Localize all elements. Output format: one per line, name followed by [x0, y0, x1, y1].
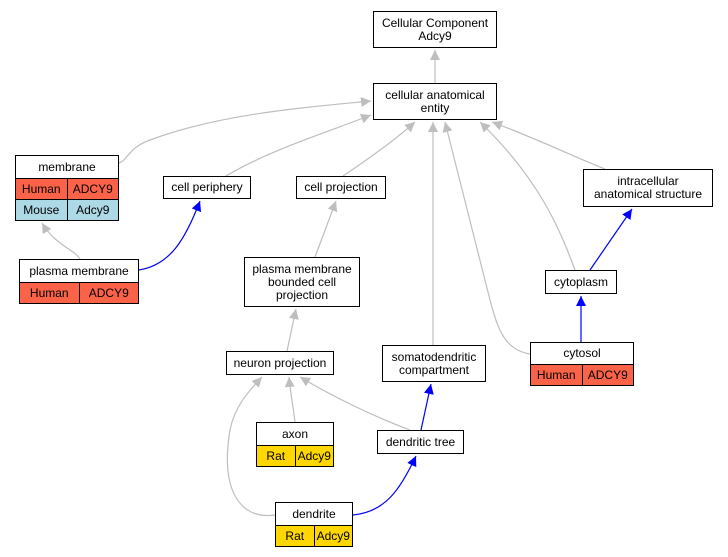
node-label: cellular anatomical entity — [385, 87, 485, 115]
edge-plasma-membrane-to-membrane — [41, 222, 81, 260]
gene-cell: ADCY9 — [66, 179, 118, 199]
node-label: cell projection — [304, 180, 378, 194]
node-label: plasma membrane bounded cell projection — [252, 261, 352, 302]
node-label: plasma membrane — [29, 263, 129, 278]
node-label: neuron projection — [233, 355, 327, 370]
node-cytoplasm[interactable]: cytoplasm — [545, 270, 617, 294]
gene-cell: Adcy9 — [66, 200, 118, 220]
node-dendritic-tree[interactable]: dendritic tree — [377, 430, 464, 454]
edge-cytoplasm-to-cellular-anatomical-entity — [479, 121, 576, 271]
node-cellular-component[interactable]: Cellular Component Adcy9 — [373, 11, 497, 48]
node-cell-periphery[interactable]: cell periphery — [163, 176, 251, 199]
annotation-row-mouse: Mouse Adcy9 — [16, 199, 118, 220]
node-cellular-anatomical-entity[interactable]: cellular anatomical entity — [373, 83, 497, 120]
gene-cell: ADCY9 — [581, 365, 633, 385]
edge-plasma-membrane-bounded-cell-projection-to-cell-projection — [314, 200, 338, 258]
edge-dendrite-to-dendritic-tree — [352, 455, 417, 516]
node-label: membrane — [38, 159, 96, 174]
species-cell: Human — [20, 283, 79, 303]
species-cell: Rat — [257, 446, 295, 466]
node-intracellular-anatomical-structure[interactable]: intracellular anatomical structure — [583, 169, 713, 207]
gene-cell: ADCY9 — [78, 283, 138, 303]
node-label: cell periphery — [171, 180, 243, 194]
annotation-row-human: Human ADCY9 — [20, 282, 138, 303]
node-label: cytosol — [563, 346, 601, 360]
node-plasma-membrane[interactable]: plasma membrane Human ADCY9 — [19, 259, 139, 304]
node-dendrite[interactable]: dendrite Rat Adcy9 — [275, 502, 353, 547]
node-somatodendritic-compartment[interactable]: somatodendritic compartment — [382, 345, 486, 382]
species-cell: Human — [531, 365, 582, 385]
edge-dendritic-tree-to-neuron-projection — [299, 376, 411, 431]
node-label: axon — [281, 426, 309, 441]
edge-dendrite-to-neuron-projection — [226, 376, 276, 517]
node-axon[interactable]: axon Rat Adcy9 — [256, 422, 334, 467]
annotation-row-rat: Rat Adcy9 — [257, 445, 333, 466]
species-cell: Human — [16, 179, 67, 199]
edge-plasma-membrane-to-cell-periphery — [138, 200, 202, 271]
gene-cell: Adcy9 — [294, 446, 333, 466]
node-cell-projection[interactable]: cell projection — [296, 176, 386, 199]
node-neuron-projection[interactable]: neuron projection — [226, 351, 334, 375]
node-label: dendritic tree — [385, 434, 456, 449]
edge-dendritic-tree-to-somatodendritic-compartment — [420, 383, 434, 431]
edge-neuron-projection-to-plasma-membrane-bounded-cell-projection — [286, 308, 299, 352]
node-label: somatodendritic compartment — [391, 349, 477, 377]
edge-cell-periphery-to-cellular-anatomical-entity — [225, 113, 372, 177]
node-label: cytoplasm — [553, 274, 609, 289]
gene-cell: Adcy9 — [313, 526, 352, 546]
node-membrane[interactable]: membrane Human ADCY9 Mouse Adcy9 — [15, 155, 119, 221]
node-plasma-membrane-bounded-cell-projection[interactable]: plasma membrane bounded cell projection — [244, 257, 360, 307]
edge-membrane-to-cellular-anatomical-entity — [118, 97, 372, 164]
edge-cell-projection-to-cellular-anatomical-entity — [342, 121, 416, 177]
edge-intracellular-anatomical-structure-to-cellular-anatomical-entity — [491, 120, 606, 170]
edge-cytoplasm-to-intracellular-anatomical-structure — [589, 208, 633, 271]
edge-axon-to-neuron-projection — [284, 376, 296, 423]
node-label: dendrite — [292, 506, 336, 521]
species-cell: Mouse — [16, 200, 67, 220]
annotation-row-human: Human ADCY9 — [531, 364, 633, 385]
species-cell: Rat — [276, 526, 314, 546]
node-label: intracellular anatomical structure — [593, 174, 703, 201]
annotation-row-rat: Rat Adcy9 — [276, 525, 352, 546]
node-cytosol[interactable]: cytosol Human ADCY9 — [530, 342, 634, 386]
node-label: Cellular Component Adcy9 — [381, 15, 489, 43]
annotation-row-human: Human ADCY9 — [16, 178, 118, 199]
edge-cytosol-to-cellular-anatomical-entity — [442, 121, 531, 355]
